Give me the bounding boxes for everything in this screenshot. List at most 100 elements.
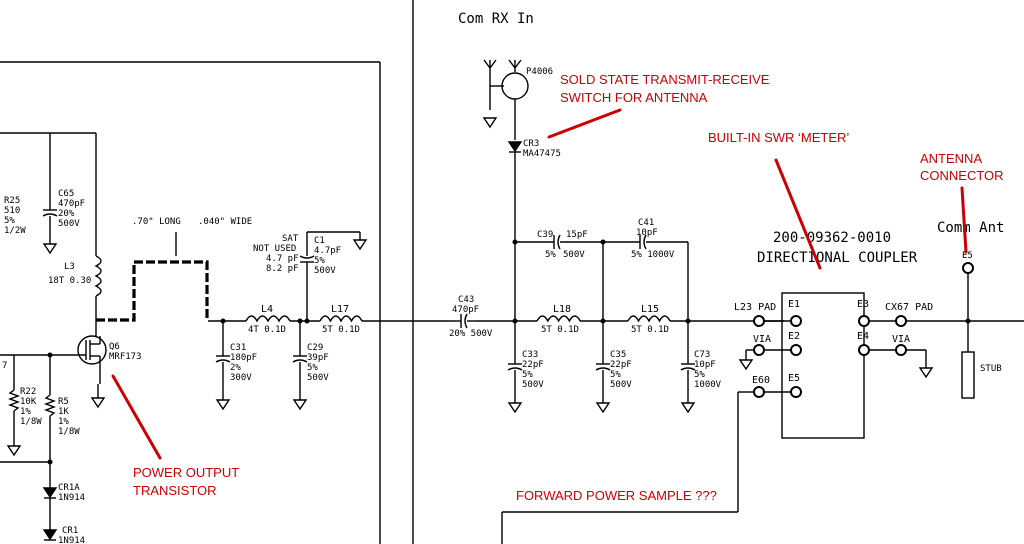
annotations: SOLD STATE TRANSMIT-RECEIVE SWITCH FOR A…: [111, 72, 1004, 503]
cr3-label: CR3: [523, 139, 539, 149]
l3-label: L3: [64, 262, 75, 272]
capacitor-c43: C43 470pF 20% 500V: [449, 295, 493, 339]
e60-label: E60: [752, 375, 770, 386]
r5-label: R5: [58, 397, 69, 407]
strip-long-label: .70" LONG: [132, 217, 181, 227]
c1-label: C1: [314, 236, 325, 246]
r22-tol: 1%: [20, 407, 31, 417]
microstrip-line: .70" LONG .040" WIDE: [96, 217, 252, 322]
c39-tol: 5%: [545, 250, 556, 260]
e3-label: E3: [857, 299, 869, 310]
l15-label: L15: [641, 304, 659, 315]
bypass-line: C39 15pF 5% 500V C41 10pF 5% 1000V: [515, 218, 689, 321]
r25-value: 510: [4, 206, 20, 216]
inductor-l15: L15 5T 0.1D: [627, 304, 671, 335]
left-bias-network: C65 470pF 20% 500V R25 510 5% 1/2W L3 18…: [0, 132, 142, 544]
p4006-label: P4006: [526, 67, 553, 77]
q6-part: MRF173: [109, 352, 142, 362]
sat-value-1: 4.7 pF: [266, 254, 299, 264]
r25-power: 1/2W: [4, 226, 26, 236]
cr1a-label: CR1A: [58, 483, 80, 493]
c33-label: C33: [522, 350, 538, 360]
c33-volt: 500V: [522, 380, 544, 390]
cx67-pad-label: CX67 PAD: [885, 302, 933, 313]
c31-label: C31: [230, 343, 246, 353]
c39-value: 15pF: [566, 230, 588, 240]
com-rx-in-label: Com RX In: [458, 11, 534, 27]
c41-rating: 5% 1000V: [631, 250, 675, 260]
e1-label: E1: [788, 299, 800, 310]
c43-value: 470pF: [452, 305, 479, 315]
c39-label: C39: [537, 230, 553, 240]
capacitor-c31: C31 180pF 2% 300V: [215, 318, 257, 411]
comm-ant-label: Comm Ant: [937, 220, 1004, 236]
cr1-label: CR1: [62, 526, 78, 536]
arrow-power-transistor: [111, 374, 162, 460]
annotation-antenna-line2: CONNECTOR: [920, 168, 1004, 183]
annotation-tr-switch-line2: SWITCH FOR ANTENNA: [560, 90, 708, 105]
c39-volt: 500V: [563, 250, 585, 260]
l4-label: L4: [261, 304, 273, 315]
via-right-label: VIA: [892, 334, 910, 345]
left-fragment: 7: [2, 361, 7, 371]
c29-tol: 5%: [307, 363, 318, 373]
c33-value: 22pF: [522, 360, 544, 370]
l23-pad-label: L23 PAD: [734, 302, 776, 313]
capacitor-c29: C29 39pF 5% 500V: [292, 318, 329, 411]
arrow-antenna: [960, 186, 968, 254]
annotation-power-line1: POWER OUTPUT: [133, 465, 239, 480]
r22-power: 1/8W: [20, 417, 42, 427]
annotation-antenna-line1: ANTENNA: [920, 151, 982, 166]
r5-tol: 1%: [58, 417, 69, 427]
r25-tol: 5%: [4, 216, 15, 226]
c35-label: C35: [610, 350, 626, 360]
e5-label: E5: [788, 373, 800, 384]
r22-label: R22: [20, 387, 36, 397]
l4-value: 4T 0.1D: [248, 325, 286, 335]
sat-value-2: 8.2 pF: [266, 264, 299, 274]
r5-value: 1K: [58, 407, 69, 417]
c1-volt: 500V: [314, 266, 336, 276]
via-left-label: VIA: [753, 334, 771, 345]
stub-label: STUB: [980, 364, 1002, 374]
c29-value: 39pF: [307, 353, 329, 363]
c35-volt: 500V: [610, 380, 632, 390]
annotation-power-line2: TRANSISTOR: [133, 483, 217, 498]
sat-label: SAT: [282, 234, 299, 244]
l17-label: L17: [331, 304, 349, 315]
r22-value: 10K: [20, 397, 37, 407]
q6-label: Q6: [109, 342, 120, 352]
e2-label: E2: [788, 331, 800, 342]
antenna-connector: Comm Ant E5 STUB: [937, 220, 1004, 399]
e4-label: E4: [857, 331, 869, 342]
c35-tol: 5%: [610, 370, 621, 380]
c33-tol: 5%: [522, 370, 533, 380]
inductor-l17: L17 5T 0.1D: [319, 304, 363, 335]
c31-tol: 2%: [230, 363, 241, 373]
c73-value: 10pF: [694, 360, 716, 370]
c29-label: C29: [307, 343, 323, 353]
c31-value: 180pF: [230, 353, 257, 363]
frame-lines: [0, 0, 414, 544]
c29-volt: 500V: [307, 373, 329, 383]
l3-value: 18T 0.30: [48, 276, 91, 286]
not-used-label: NOT USED: [253, 244, 296, 254]
c1-value: 4.7pF: [314, 246, 341, 256]
arrow-tr-switch: [547, 108, 622, 139]
l15-value: 5T 0.1D: [631, 325, 669, 335]
c43-label: C43: [458, 295, 474, 305]
inductor-l4: L4 4T 0.1D: [245, 304, 291, 335]
annotation-forward-power: FORWARD POWER SAMPLE ???: [516, 488, 717, 503]
coupler-name: DIRECTIONAL COUPLER: [757, 250, 918, 266]
capacitor-c35: C35 22pF 5% 500V: [595, 318, 632, 414]
c65-value: 470pF: [58, 199, 85, 209]
c41-label: C41: [638, 218, 654, 228]
c31-volt: 300V: [230, 373, 252, 383]
l18-value: 5T 0.1D: [541, 325, 579, 335]
c73-label: C73: [694, 350, 710, 360]
cr1-part: 1N914: [58, 536, 85, 544]
c35-value: 22pF: [610, 360, 632, 370]
capacitor-c1: SAT NOT USED 4.7 pF 8.2 pF C1 4.7pF 5% 5…: [253, 231, 368, 324]
cr3-part: MA47475: [523, 149, 561, 159]
